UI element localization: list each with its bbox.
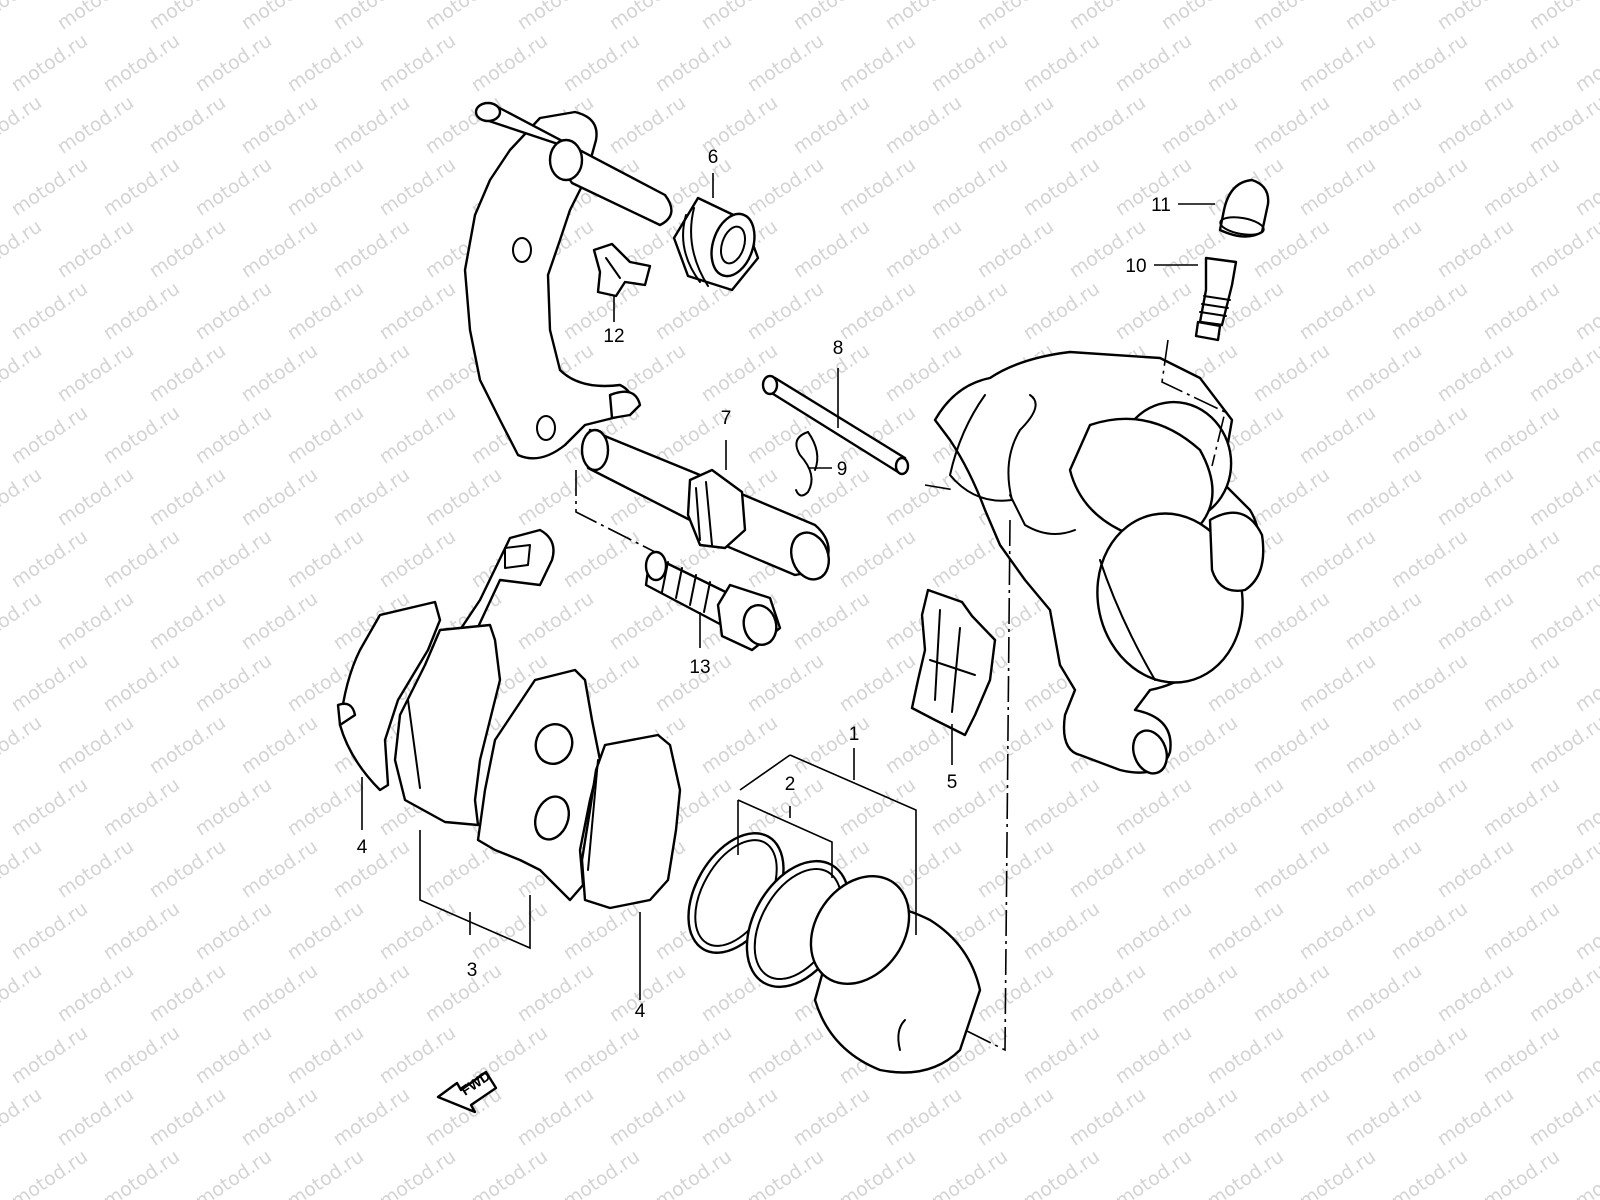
part-4-outer-pad <box>336 600 442 792</box>
part-4-inner-pad <box>580 733 682 910</box>
callout-4-outer: 4 <box>357 837 368 858</box>
callout-12: 12 <box>603 326 624 347</box>
part-8-pad-pin <box>761 374 910 476</box>
part-12-clip <box>592 242 652 298</box>
callout-8: 8 <box>833 338 844 359</box>
callout-4-inner: 4 <box>635 1001 646 1022</box>
callout-13: 13 <box>689 657 710 678</box>
part-3-pad <box>393 623 502 827</box>
leader-lines <box>361 173 1215 1000</box>
callout-10: 10 <box>1125 256 1146 277</box>
callout-1: 1 <box>849 724 860 745</box>
pad-backing-plate <box>476 668 602 902</box>
part-10-bleeder-screw <box>1194 256 1238 342</box>
caliper-bracket <box>463 101 702 522</box>
callout-5: 5 <box>947 772 958 793</box>
fwd-arrow: FWD <box>436 1067 498 1114</box>
callout-11: 11 <box>1151 195 1171 216</box>
part-13-bolt <box>644 550 782 652</box>
callout-6: 6 <box>708 147 719 168</box>
callout-9: 9 <box>837 459 848 480</box>
part-6-boot <box>672 196 760 292</box>
callout-7: 7 <box>721 408 732 429</box>
callout-labels: 1 2 3 4 4 5 6 7 8 9 10 11 12 13 <box>357 147 1171 1022</box>
part-9-r-clip <box>795 431 819 497</box>
part-7-pin <box>686 468 831 581</box>
callout-2: 2 <box>785 774 796 795</box>
part-11-bleeder-cap <box>1218 178 1270 238</box>
caliper-body <box>933 350 1265 775</box>
piston <box>809 875 982 1074</box>
callout-3: 3 <box>467 960 478 981</box>
assembly-lines <box>575 339 1226 1052</box>
part-5-pad-spring <box>910 588 997 737</box>
